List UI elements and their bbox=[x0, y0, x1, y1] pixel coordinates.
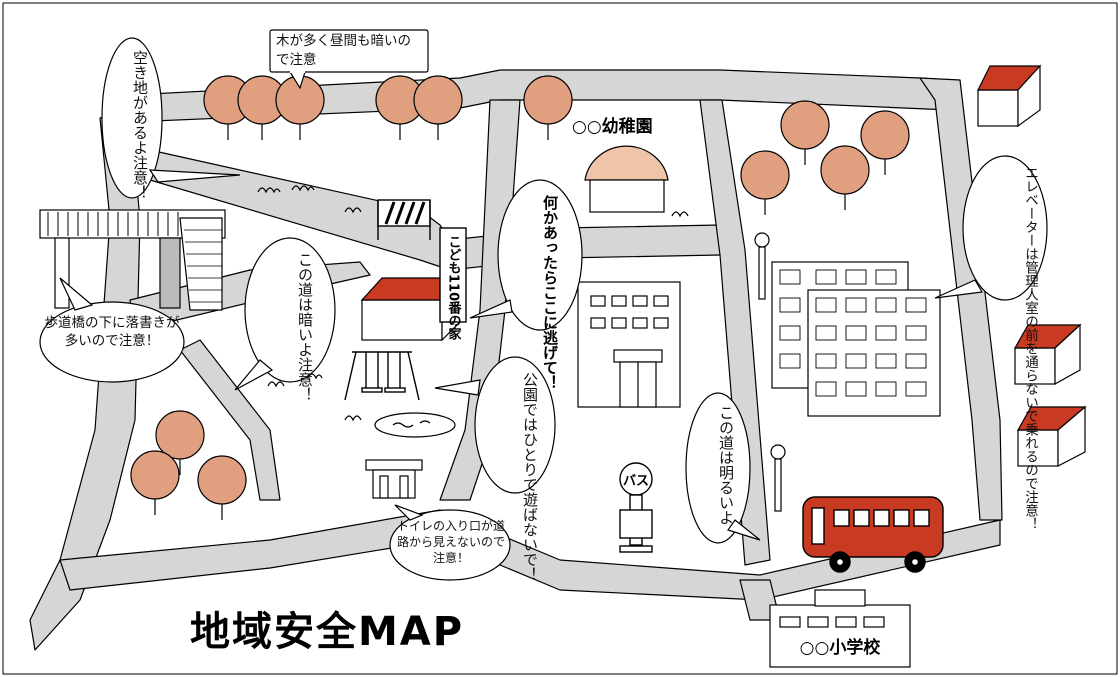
tree-icon bbox=[155, 410, 205, 475]
callout-park-alone: 公園ではひとりで遊ばないで！ bbox=[434, 356, 556, 582]
callout-text: 何かあったらここに逃げて！ bbox=[541, 194, 559, 390]
bridge-pillar-left bbox=[54, 237, 70, 309]
bus-stop-label: バス bbox=[623, 474, 649, 489]
road-left bbox=[29, 109, 141, 651]
school-label: ○○小学校 bbox=[800, 637, 882, 658]
callout-run-here: 何かあったらここに逃げて！ bbox=[469, 179, 583, 390]
school-building bbox=[769, 589, 911, 668]
road-right bbox=[919, 77, 1003, 521]
kindergarten-building bbox=[584, 145, 669, 213]
office-building bbox=[577, 281, 681, 408]
house-icon bbox=[977, 64, 1042, 128]
grass bbox=[257, 185, 689, 422]
tree-icon bbox=[523, 75, 573, 140]
callout-toilet: トイレの入り口が道路から見えないので注意！ bbox=[389, 504, 511, 581]
callout-text: エレベーターは管理人室の前を通らないで乗れるので注意！ bbox=[1022, 166, 1039, 531]
tree-icon bbox=[820, 145, 870, 210]
callout-trees-dark: 木が多く昼間も暗いので注意 bbox=[269, 29, 429, 90]
callout-text: この道は暗いよ注意！ bbox=[296, 252, 314, 402]
pond bbox=[374, 412, 456, 438]
kodomo-house-label: こども110番の家 bbox=[446, 235, 463, 342]
swings bbox=[344, 351, 420, 401]
grass-icon bbox=[267, 381, 285, 388]
grass-icon bbox=[257, 187, 281, 194]
road-mid-vertical bbox=[439, 99, 521, 501]
tree-icon bbox=[130, 450, 180, 515]
kindergarten-label: ○○幼稚園 bbox=[572, 116, 653, 137]
house-icon bbox=[1013, 323, 1082, 386]
tree-icon bbox=[860, 110, 910, 175]
callout-text: この道は明るいよ bbox=[717, 405, 735, 525]
tree-icon bbox=[237, 75, 287, 140]
callout-vacant-lot: 空き地があるよ注意！ bbox=[101, 37, 241, 200]
street-lamps bbox=[754, 232, 786, 512]
house-icon bbox=[1016, 405, 1087, 467]
pedestrian-bridge bbox=[39, 209, 226, 311]
fence-gate bbox=[377, 199, 431, 240]
callout-bright-road: この道は明るいよ bbox=[685, 392, 761, 544]
trees bbox=[130, 75, 910, 520]
kodomo-house-sign: こども110番の家 bbox=[439, 227, 467, 342]
callout-elevator: エレベーターは管理人室の前を通らないで乗れるので注意！ bbox=[934, 155, 1048, 531]
callout-text: 木が多く昼間も暗いので注意 bbox=[276, 33, 411, 68]
apartment-windows bbox=[779, 269, 927, 397]
tree-icon bbox=[780, 100, 830, 165]
grass-icon bbox=[291, 185, 315, 192]
callout-text: 歩道橋の下に落書きが多いので注意！ bbox=[44, 315, 180, 349]
callout-dark-road: この道は暗いよ注意！ bbox=[234, 237, 336, 402]
tree-icon bbox=[740, 150, 790, 215]
grass-icon bbox=[344, 207, 362, 214]
callout-bridge-graffiti: 歩道橋の下に落書きが多いので注意！ bbox=[39, 277, 185, 383]
callout-text: トイレの入り口が道路から見えないので注意！ bbox=[396, 519, 505, 565]
bridge-pillar-right bbox=[159, 237, 181, 309]
callout-text: 公園ではひとりで遊ばないで！ bbox=[521, 372, 539, 582]
tree-icon bbox=[197, 455, 247, 520]
tree-icon bbox=[413, 75, 463, 140]
grass-icon bbox=[344, 415, 362, 422]
grass-icon bbox=[671, 211, 689, 218]
map-title: 地域安全MAP bbox=[190, 609, 464, 655]
road-mid-down bbox=[699, 99, 771, 566]
bus-stop bbox=[619, 462, 653, 553]
toilet-building bbox=[365, 459, 423, 499]
street-lamp-icon bbox=[770, 444, 786, 512]
callout-text: 空き地があるよ注意！ bbox=[131, 50, 149, 200]
bridge-stairs bbox=[179, 217, 223, 311]
street-lamp-icon bbox=[754, 232, 770, 300]
bus-icon bbox=[802, 496, 944, 573]
apartments bbox=[771, 261, 941, 417]
